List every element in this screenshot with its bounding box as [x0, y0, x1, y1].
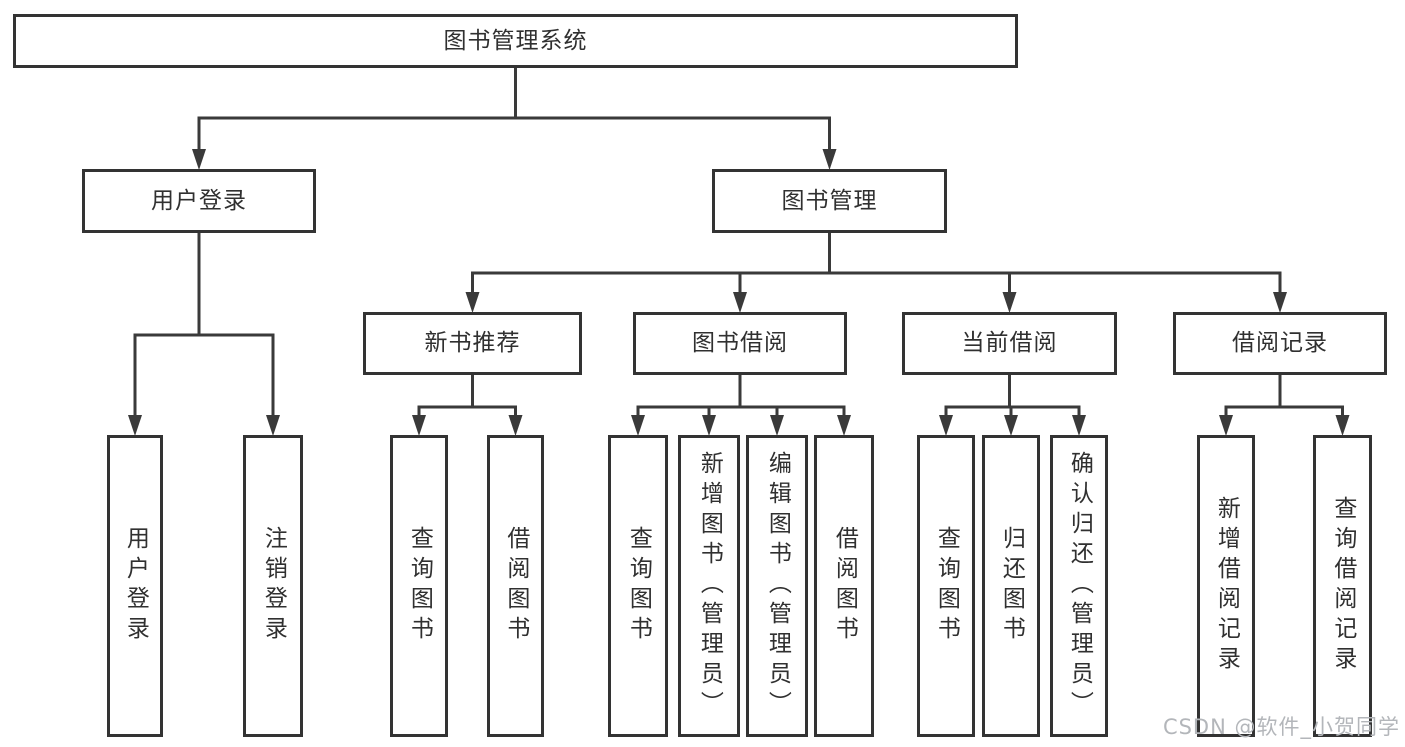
node-book-borrowing: 图书借阅: [633, 312, 847, 375]
node-label: 图书管理: [781, 187, 878, 214]
node-user-login: 用户登录: [107, 435, 163, 737]
node-label: 新书推荐: [424, 330, 521, 357]
node-label: 借阅图书: [502, 526, 529, 646]
node-book-management: 图书管理: [712, 169, 947, 233]
node-label: 查询图书: [625, 526, 652, 646]
node-new-book-recommendation: 新书推荐: [363, 312, 582, 375]
node-label: 借阅记录: [1232, 330, 1328, 357]
node-label: 查询图书: [406, 526, 433, 646]
node-query-books-current: 查询图书: [917, 435, 975, 737]
node-confirm-return-admin: 确认归还（管理员）: [1050, 435, 1108, 737]
node-return-books: 归还图书: [982, 435, 1040, 737]
node-label: 确认归还（管理员）: [1066, 451, 1093, 721]
node-label: 图书管理系统: [443, 27, 588, 54]
node-label: 用户登录: [151, 187, 247, 214]
node-add-book-admin: 新增图书（管理员）: [678, 435, 740, 737]
node-label: 新增借阅记录: [1213, 496, 1240, 676]
node-current-borrowing: 当前借阅: [902, 312, 1117, 375]
node-label: 注销登录: [260, 526, 287, 646]
node-label: 用户登录: [122, 526, 149, 646]
node-edit-book-admin: 编辑图书（管理员）: [746, 435, 808, 737]
node-query-borrow-record: 查询借阅记录: [1313, 435, 1372, 737]
node-add-borrow-record: 新增借阅记录: [1197, 435, 1255, 737]
node-query-books-new: 查询图书: [390, 435, 448, 737]
node-label: 新增图书（管理员）: [696, 451, 723, 721]
node-label: 图书借阅: [692, 330, 788, 357]
node-borrow-books-borrow: 借阅图书: [814, 435, 874, 737]
node-borrow-books-new: 借阅图书: [487, 435, 544, 737]
node-library-management-system: 图书管理系统: [13, 14, 1018, 68]
node-label: 编辑图书（管理员）: [764, 451, 791, 721]
node-borrow-records: 借阅记录: [1173, 312, 1387, 375]
node-query-books-borrow: 查询图书: [608, 435, 668, 737]
node-label: 查询借阅记录: [1329, 496, 1356, 676]
node-label: 归还图书: [998, 526, 1025, 646]
node-logout: 注销登录: [243, 435, 303, 737]
node-user-login-group: 用户登录: [82, 169, 316, 233]
node-label: 借阅图书: [831, 526, 858, 646]
node-label: 当前借阅: [961, 330, 1058, 357]
node-label: 查询图书: [933, 526, 960, 646]
csdn-watermark: CSDN @软件_小贺同学: [1162, 715, 1400, 739]
